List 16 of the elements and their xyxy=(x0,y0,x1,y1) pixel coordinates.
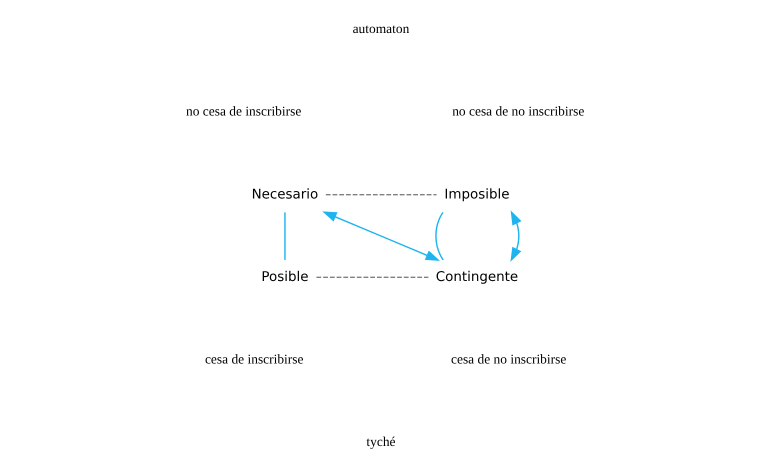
arrow xyxy=(510,210,522,262)
node-text: Contingente xyxy=(436,270,518,285)
connector xyxy=(284,212,286,260)
connector xyxy=(326,194,437,196)
connector xyxy=(316,276,428,278)
arrow xyxy=(322,211,440,261)
connector xyxy=(435,212,444,260)
label: cesa de inscribirse xyxy=(204,351,304,366)
node-text: Imposible xyxy=(444,187,510,202)
label: no cesa de inscribirse xyxy=(186,104,302,119)
label: no cesa de no inscribirse xyxy=(452,104,584,119)
node-text: Posible xyxy=(261,270,309,285)
label: automaton xyxy=(352,21,410,36)
node-text: Necesario xyxy=(252,187,318,202)
label: tyché xyxy=(366,434,396,449)
label: cesa de no inscribirse xyxy=(451,351,566,366)
